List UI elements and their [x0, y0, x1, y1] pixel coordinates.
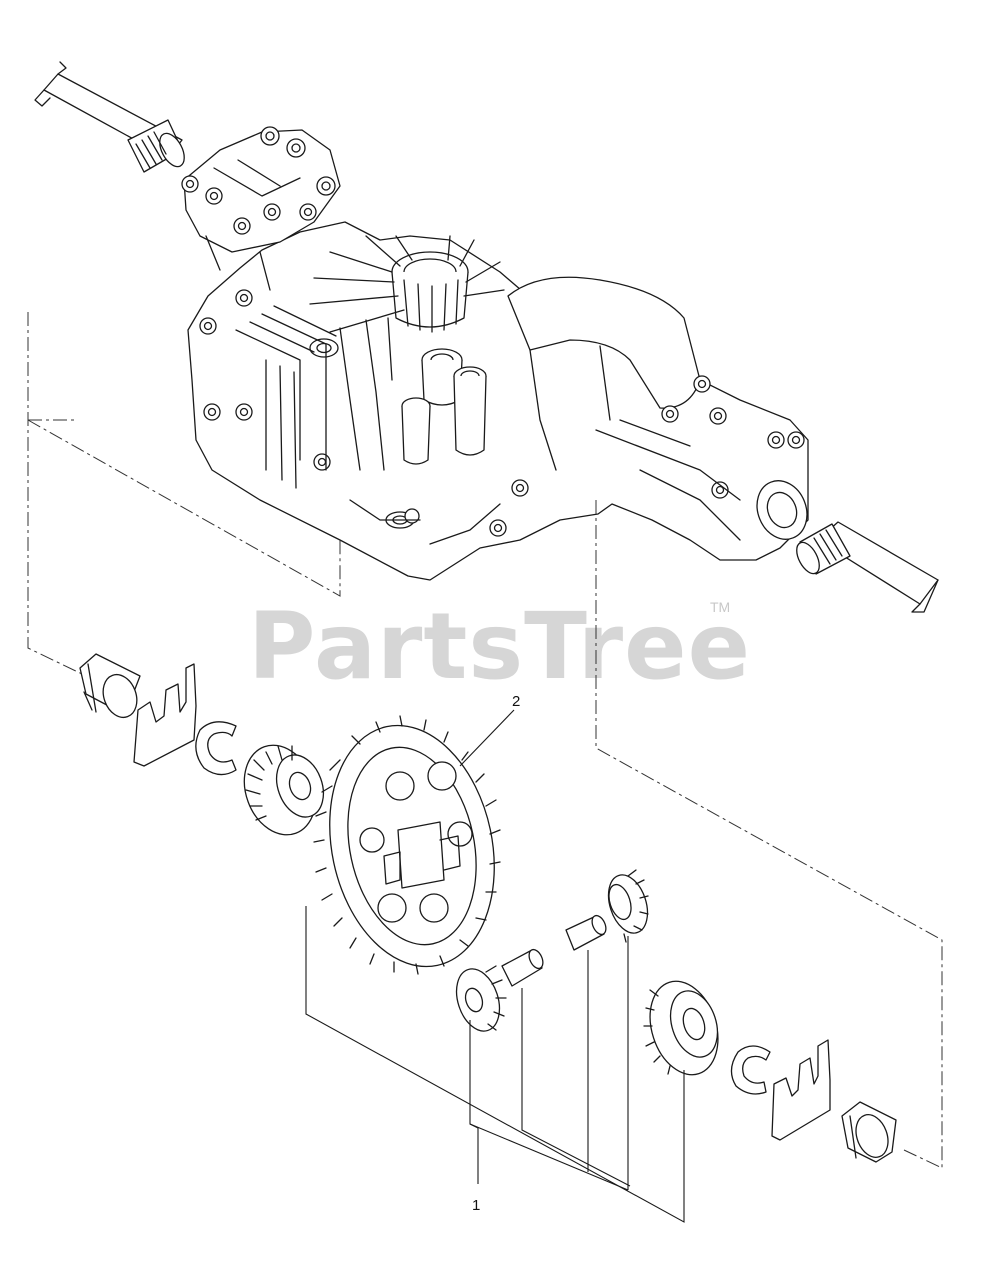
- callout-1-label: 1: [472, 1197, 480, 1214]
- left-bevel-side-gear[interactable]: [232, 735, 331, 845]
- trademark-mark: TM: [710, 599, 730, 615]
- right-bushing[interactable]: [841, 1101, 897, 1163]
- upper-pinion-pin[interactable]: [565, 913, 609, 951]
- left-axle-shaft[interactable]: [34, 61, 189, 173]
- right-bevel-pinion-gear[interactable]: [602, 869, 655, 943]
- callout-2-label: 2: [512, 693, 520, 710]
- callout-1-leader: [305, 906, 685, 1223]
- right-bevel-side-gear[interactable]: [639, 972, 730, 1083]
- left-bushing[interactable]: [79, 653, 143, 722]
- transaxle-housing[interactable]: [181, 126, 815, 581]
- lower-pinion-pin[interactable]: [501, 947, 546, 987]
- phantom-assembly-lines: [27, 312, 943, 1169]
- left-shift-key-plate[interactable]: [133, 663, 197, 767]
- right-shift-key-plate[interactable]: [771, 1039, 831, 1141]
- right-snap-ring[interactable]: [730, 1045, 771, 1095]
- watermark-text: PartsTree: [248, 593, 751, 700]
- left-bevel-pinion-gear[interactable]: [449, 963, 507, 1036]
- left-snap-ring[interactable]: [195, 721, 237, 776]
- callout-2-leader: [459, 709, 515, 767]
- ring-gear[interactable]: [308, 710, 515, 982]
- right-axle-shaft[interactable]: [792, 521, 939, 613]
